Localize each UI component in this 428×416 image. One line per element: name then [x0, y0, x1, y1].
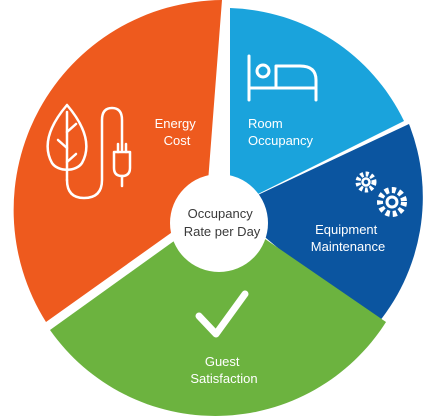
center-circle: [170, 174, 268, 272]
segment-label-equipment-maintenance: Equipment Maintenance: [311, 222, 385, 254]
segment-guest-satisfaction: [50, 208, 386, 416]
segment-label-room-occupancy: Room Occupancy: [248, 116, 314, 148]
segment-label-energy-cost: Energy Cost: [155, 116, 200, 148]
segment-room-occupancy: [230, 8, 404, 208]
center-label: Occupancy Rate per Day: [184, 206, 261, 239]
checkmark-icon: [195, 290, 249, 338]
segment-energy-cost: [13, 0, 223, 322]
gears-icon: [355, 171, 407, 217]
segment-label-guest-satisfaction: Guest Satisfaction: [190, 354, 257, 386]
leaf-plug-icon: [46, 103, 132, 200]
segment-equipment-maintenance: [230, 124, 423, 328]
bed-icon: [247, 54, 318, 102]
